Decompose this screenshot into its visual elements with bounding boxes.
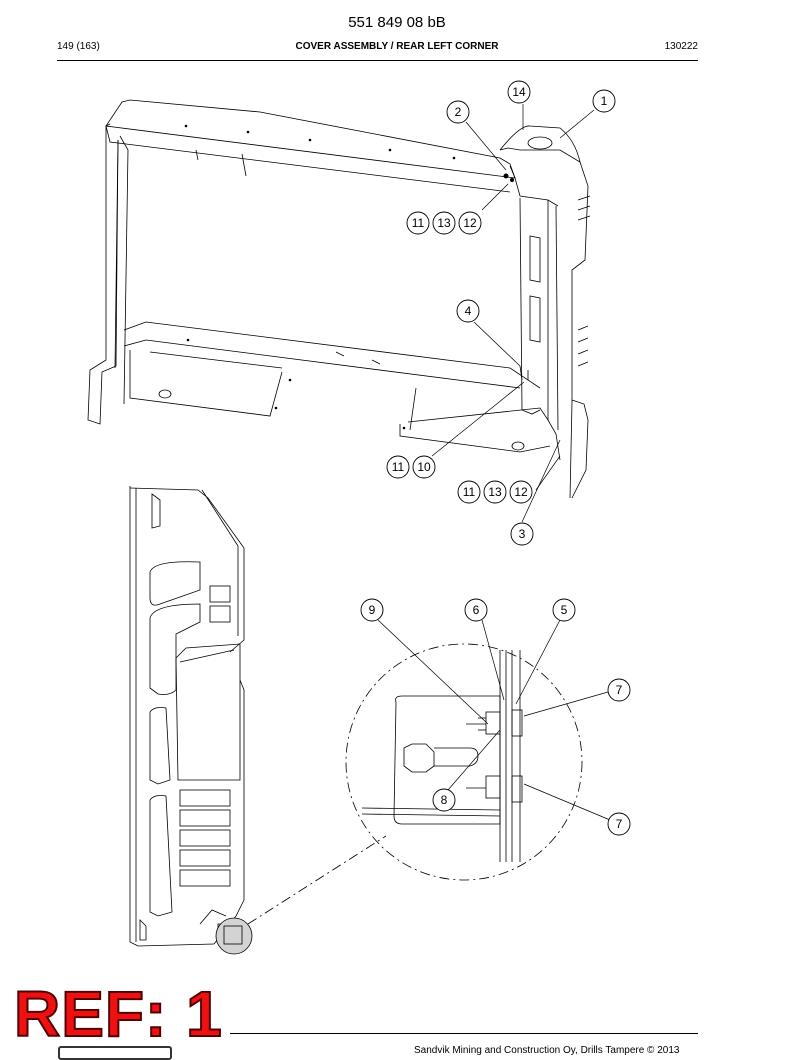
header-divider [57,60,698,61]
callout-12: 12 [514,485,528,499]
callout-11: 11 [392,460,405,474]
callout-11: 11 [463,485,476,499]
callout-8: 8 [441,793,448,807]
callout-bubbles [360,80,631,836]
callout-7: 7 [616,817,623,831]
page-number: 149 (163) [57,41,100,52]
callout-9: 9 [369,603,376,617]
ref-stamp: REF: 1 [13,978,223,1050]
document-number: 551 849 08 bB [348,14,446,31]
callout-13: 13 [437,216,451,230]
callout-1: 1 [601,94,608,108]
callout-3: 3 [519,527,526,541]
callout-6: 6 [473,603,480,617]
callout-12: 12 [463,216,477,230]
detail-enlarged-view [361,650,523,862]
callout-11: 11 [412,216,425,230]
page-title: COVER ASSEMBLY / REAR LEFT CORNER [295,41,499,52]
callout-13: 13 [488,485,502,499]
footer-copyright: Sandvik Mining and Construction Oy, Dril… [414,1045,680,1056]
cover-side-view [129,486,245,947]
detail-magnifier-spot [215,917,253,955]
footer-divider [230,1033,698,1034]
callout-14: 14 [512,85,526,99]
callout-labels: 1 2 14 11 13 12 4 11 10 11 13 12 3 9 6 5… [369,85,623,831]
callout-5: 5 [561,603,568,617]
callout-4: 4 [465,304,472,318]
frame-fastener-dots [184,124,514,430]
callout-2: 2 [455,105,462,119]
callout-leaders [377,104,611,821]
callout-10: 10 [417,460,431,474]
callout-7: 7 [616,683,623,697]
cover-frame-iso-view [87,99,591,499]
date-code: 130222 [664,41,698,52]
detail-leader-line [247,643,583,925]
